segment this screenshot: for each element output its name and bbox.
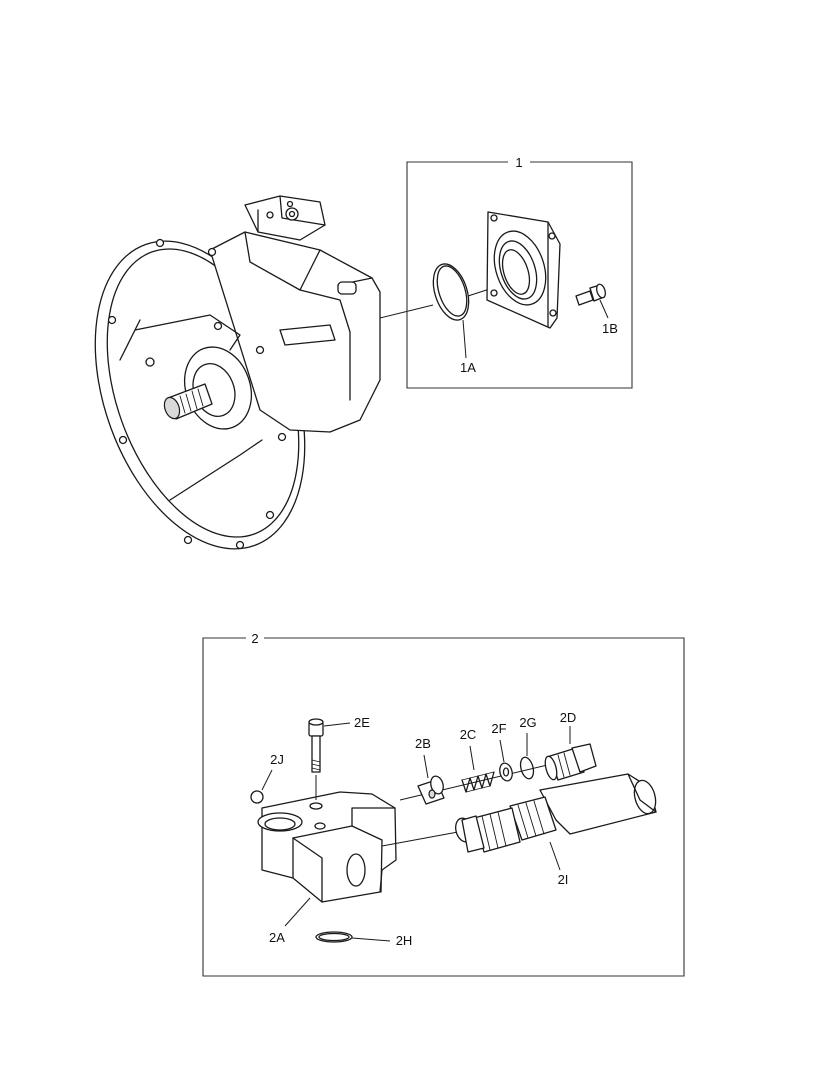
- poppet-2b: 2B: [415, 736, 445, 805]
- washer-2e: 2F: [491, 721, 513, 782]
- part-label-2h: 2G: [519, 715, 536, 730]
- part-label-1b: 1B: [602, 321, 618, 336]
- o-ring-2g: 2H: [315, 931, 413, 948]
- group-1-box: 1: [406, 155, 633, 389]
- part-label-2a: 2A: [269, 930, 285, 945]
- part-label-2j: 2J: [270, 752, 284, 767]
- screw-2f: 2E: [308, 715, 370, 800]
- o-ring-2h: 2G: [519, 715, 537, 780]
- assembly-axis-line-lower: [381, 831, 459, 847]
- cartridge-valve-2i: 2I: [455, 773, 657, 887]
- spring-2c: 2C: [460, 727, 495, 793]
- hydraulic-pump-assembly: [94, 195, 381, 550]
- group-2-label: 2: [251, 631, 258, 646]
- group-1-label: 1: [515, 155, 522, 170]
- plug-2d: 2D: [544, 710, 597, 781]
- plug-2j: 2J: [250, 752, 284, 804]
- part-label-2g: 2H: [396, 933, 413, 948]
- part-label-2d: 2D: [560, 710, 577, 725]
- o-ring-1a: 1A: [432, 263, 506, 375]
- cover-plate: [486, 211, 561, 329]
- group-2-box: 2: [202, 631, 685, 977]
- part-label-2i: 2I: [558, 872, 569, 887]
- part-label-2f: 2E: [354, 715, 370, 730]
- part-label-2e: 2F: [491, 721, 506, 736]
- part-label-2c: 2C: [460, 727, 477, 742]
- valve-block-2a: 2A: [257, 791, 397, 945]
- bolt-1b: 1B: [575, 283, 618, 336]
- part-label-2b: 2B: [415, 736, 431, 751]
- part-label-1a: 1A: [460, 360, 476, 375]
